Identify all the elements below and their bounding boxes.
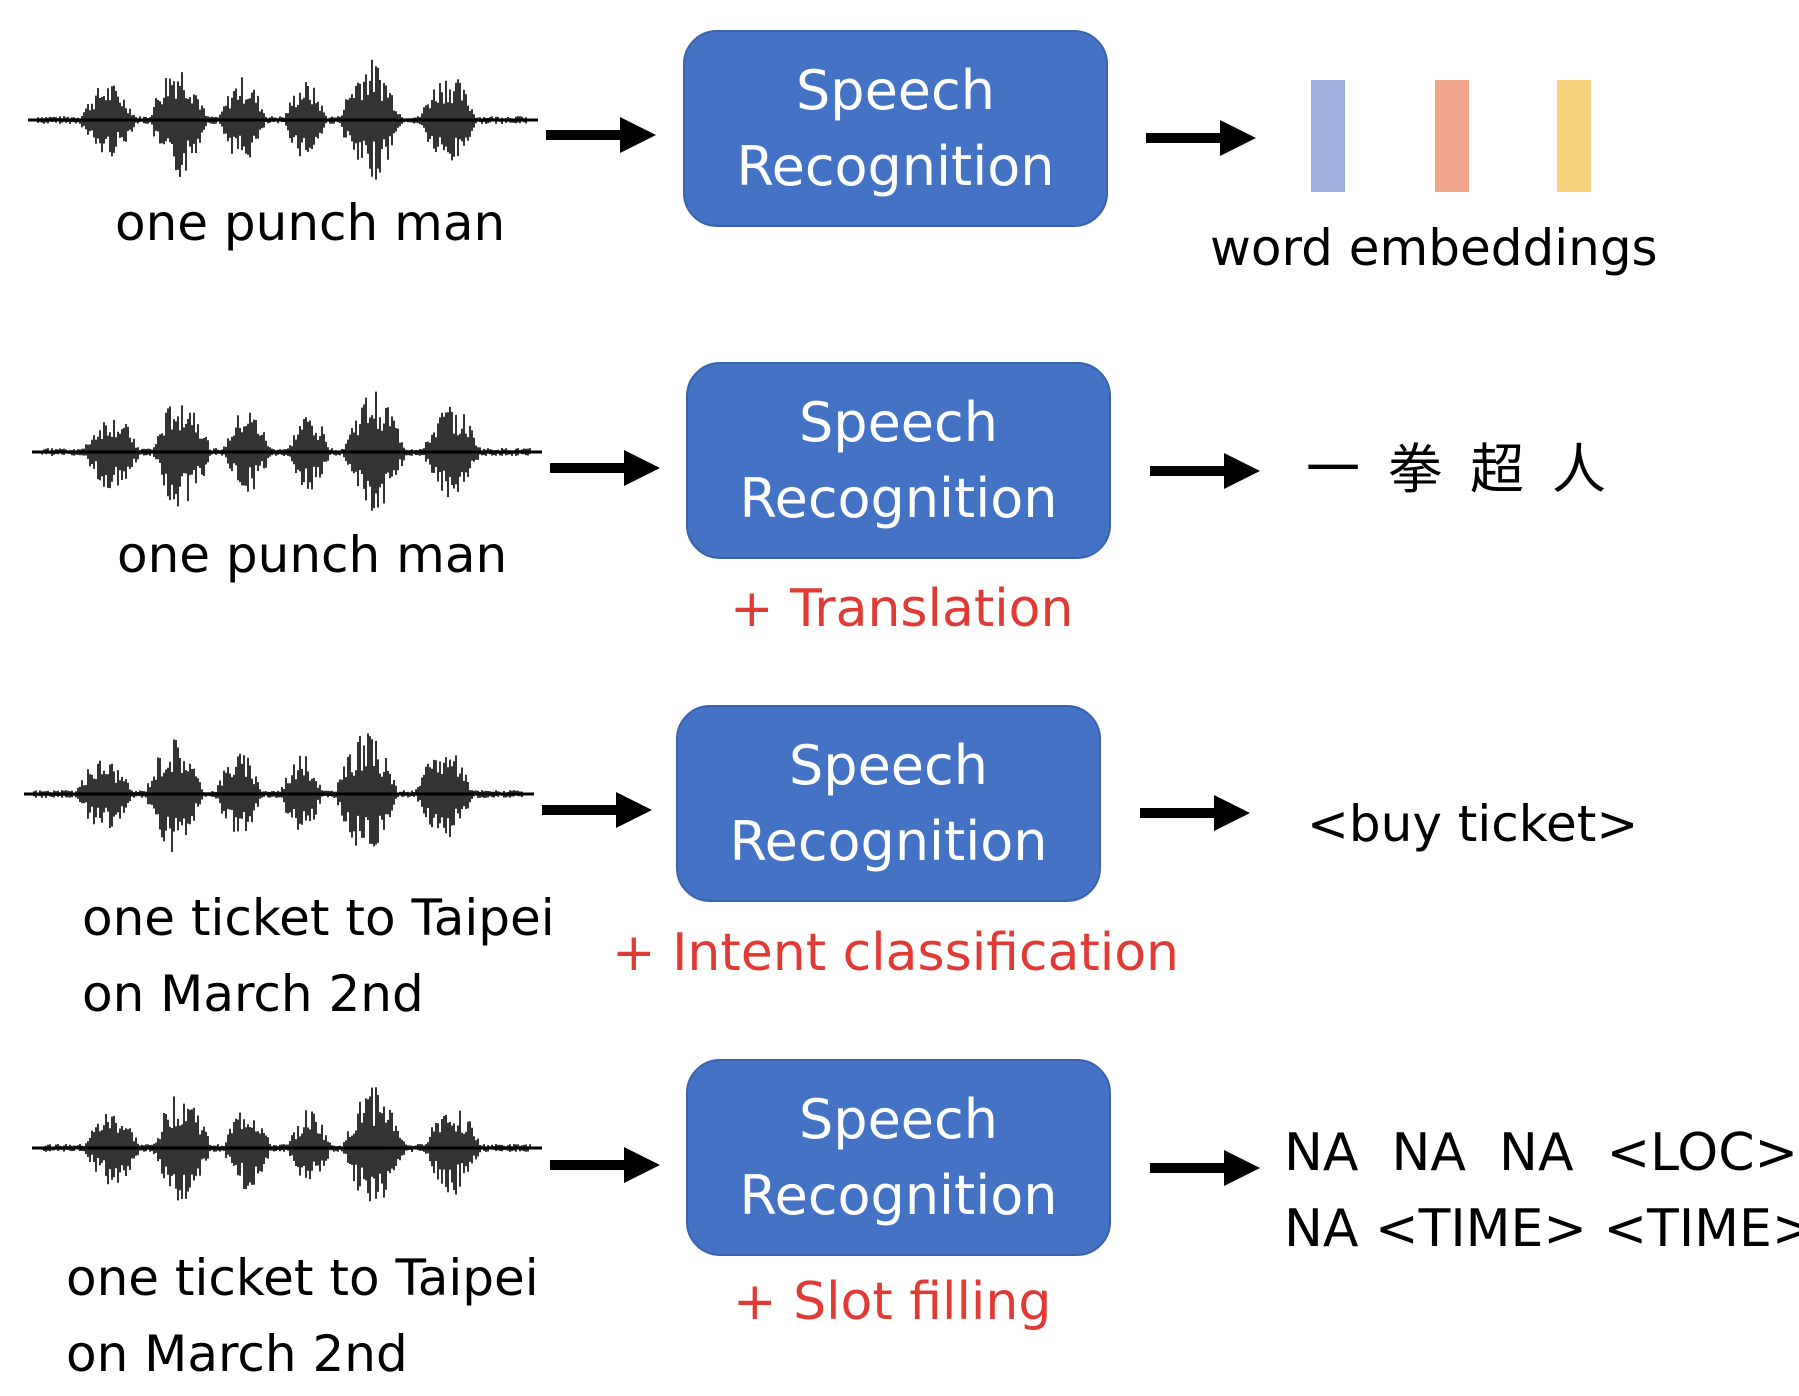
caption-line: one punch man [117, 526, 508, 584]
output-label: word embeddings [1210, 210, 1658, 286]
row-speech-recognition: one punch man Speech Recognition word em… [0, 0, 1799, 330]
caption-line: on March 2nd [66, 1325, 408, 1383]
speech-recognition-box: Speech Recognition [686, 1059, 1111, 1256]
arrow-icon [1146, 120, 1256, 160]
box-line: Speech [789, 733, 988, 797]
output-line: <buy ticket> [1307, 795, 1639, 853]
arrow-icon [1140, 795, 1250, 835]
arrow-icon [1150, 453, 1260, 493]
output-line: 一拳超人 [1306, 438, 1634, 501]
box-line: Recognition [739, 1163, 1058, 1227]
box-line: Recognition [729, 809, 1048, 873]
output-line: word embeddings [1210, 219, 1658, 277]
speech-caption: one ticket to Taipei on March 2nd [82, 880, 555, 1032]
caption-line: one ticket to Taipei [66, 1249, 539, 1307]
box-line: Speech [799, 1087, 998, 1151]
arrow-icon [550, 450, 660, 490]
arrow-icon [1150, 1150, 1260, 1190]
waveform-icon [32, 372, 542, 532]
caption-line: on March 2nd [82, 965, 424, 1023]
caption-line: one punch man [115, 194, 506, 252]
speech-recognition-box: Speech Recognition [676, 705, 1101, 902]
embedding-bar-yellow [1557, 80, 1591, 192]
task-addon-label: + Slot filling [733, 1272, 1052, 1332]
task-addon-label: + Intent classification [612, 923, 1179, 983]
output-label: 一拳超人 [1306, 432, 1634, 508]
caption-line: one ticket to Taipei [82, 889, 555, 947]
waveform-icon [32, 1068, 542, 1228]
row-translation: one punch man Speech Recognition + Trans… [0, 0, 1799, 639]
waveform-icon [28, 40, 538, 200]
arrow-icon [546, 117, 656, 157]
output-label: NA NA NA <LOC> NA <TIME> <TIME> [1284, 1115, 1799, 1267]
speech-recognition-box: Speech Recognition [683, 30, 1108, 227]
speech-caption: one ticket to Taipei on March 2nd [66, 1240, 539, 1392]
arrow-icon [550, 1147, 660, 1187]
box-line: Recognition [739, 466, 1058, 530]
box-line: Recognition [736, 134, 1055, 198]
row-intent-classification: one ticket to Taipei on March 2nd Speech… [0, 0, 1799, 1023]
box-line: Speech [799, 390, 998, 454]
output-line: NA <TIME> <TIME> [1284, 1199, 1799, 1259]
speech-caption: one punch man [117, 517, 507, 593]
arrow-icon [542, 792, 652, 832]
embedding-bar-blue [1311, 80, 1345, 192]
output-line: NA NA NA <LOC> [1284, 1123, 1799, 1183]
waveform-icon [24, 714, 534, 874]
embedding-bar-red [1435, 80, 1469, 192]
box-line: Speech [796, 58, 995, 122]
task-addon-label: + Translation [730, 579, 1074, 639]
speech-recognition-box: Speech Recognition [686, 362, 1111, 559]
output-label: <buy ticket> [1307, 786, 1638, 862]
speech-caption: one punch man [115, 185, 505, 261]
